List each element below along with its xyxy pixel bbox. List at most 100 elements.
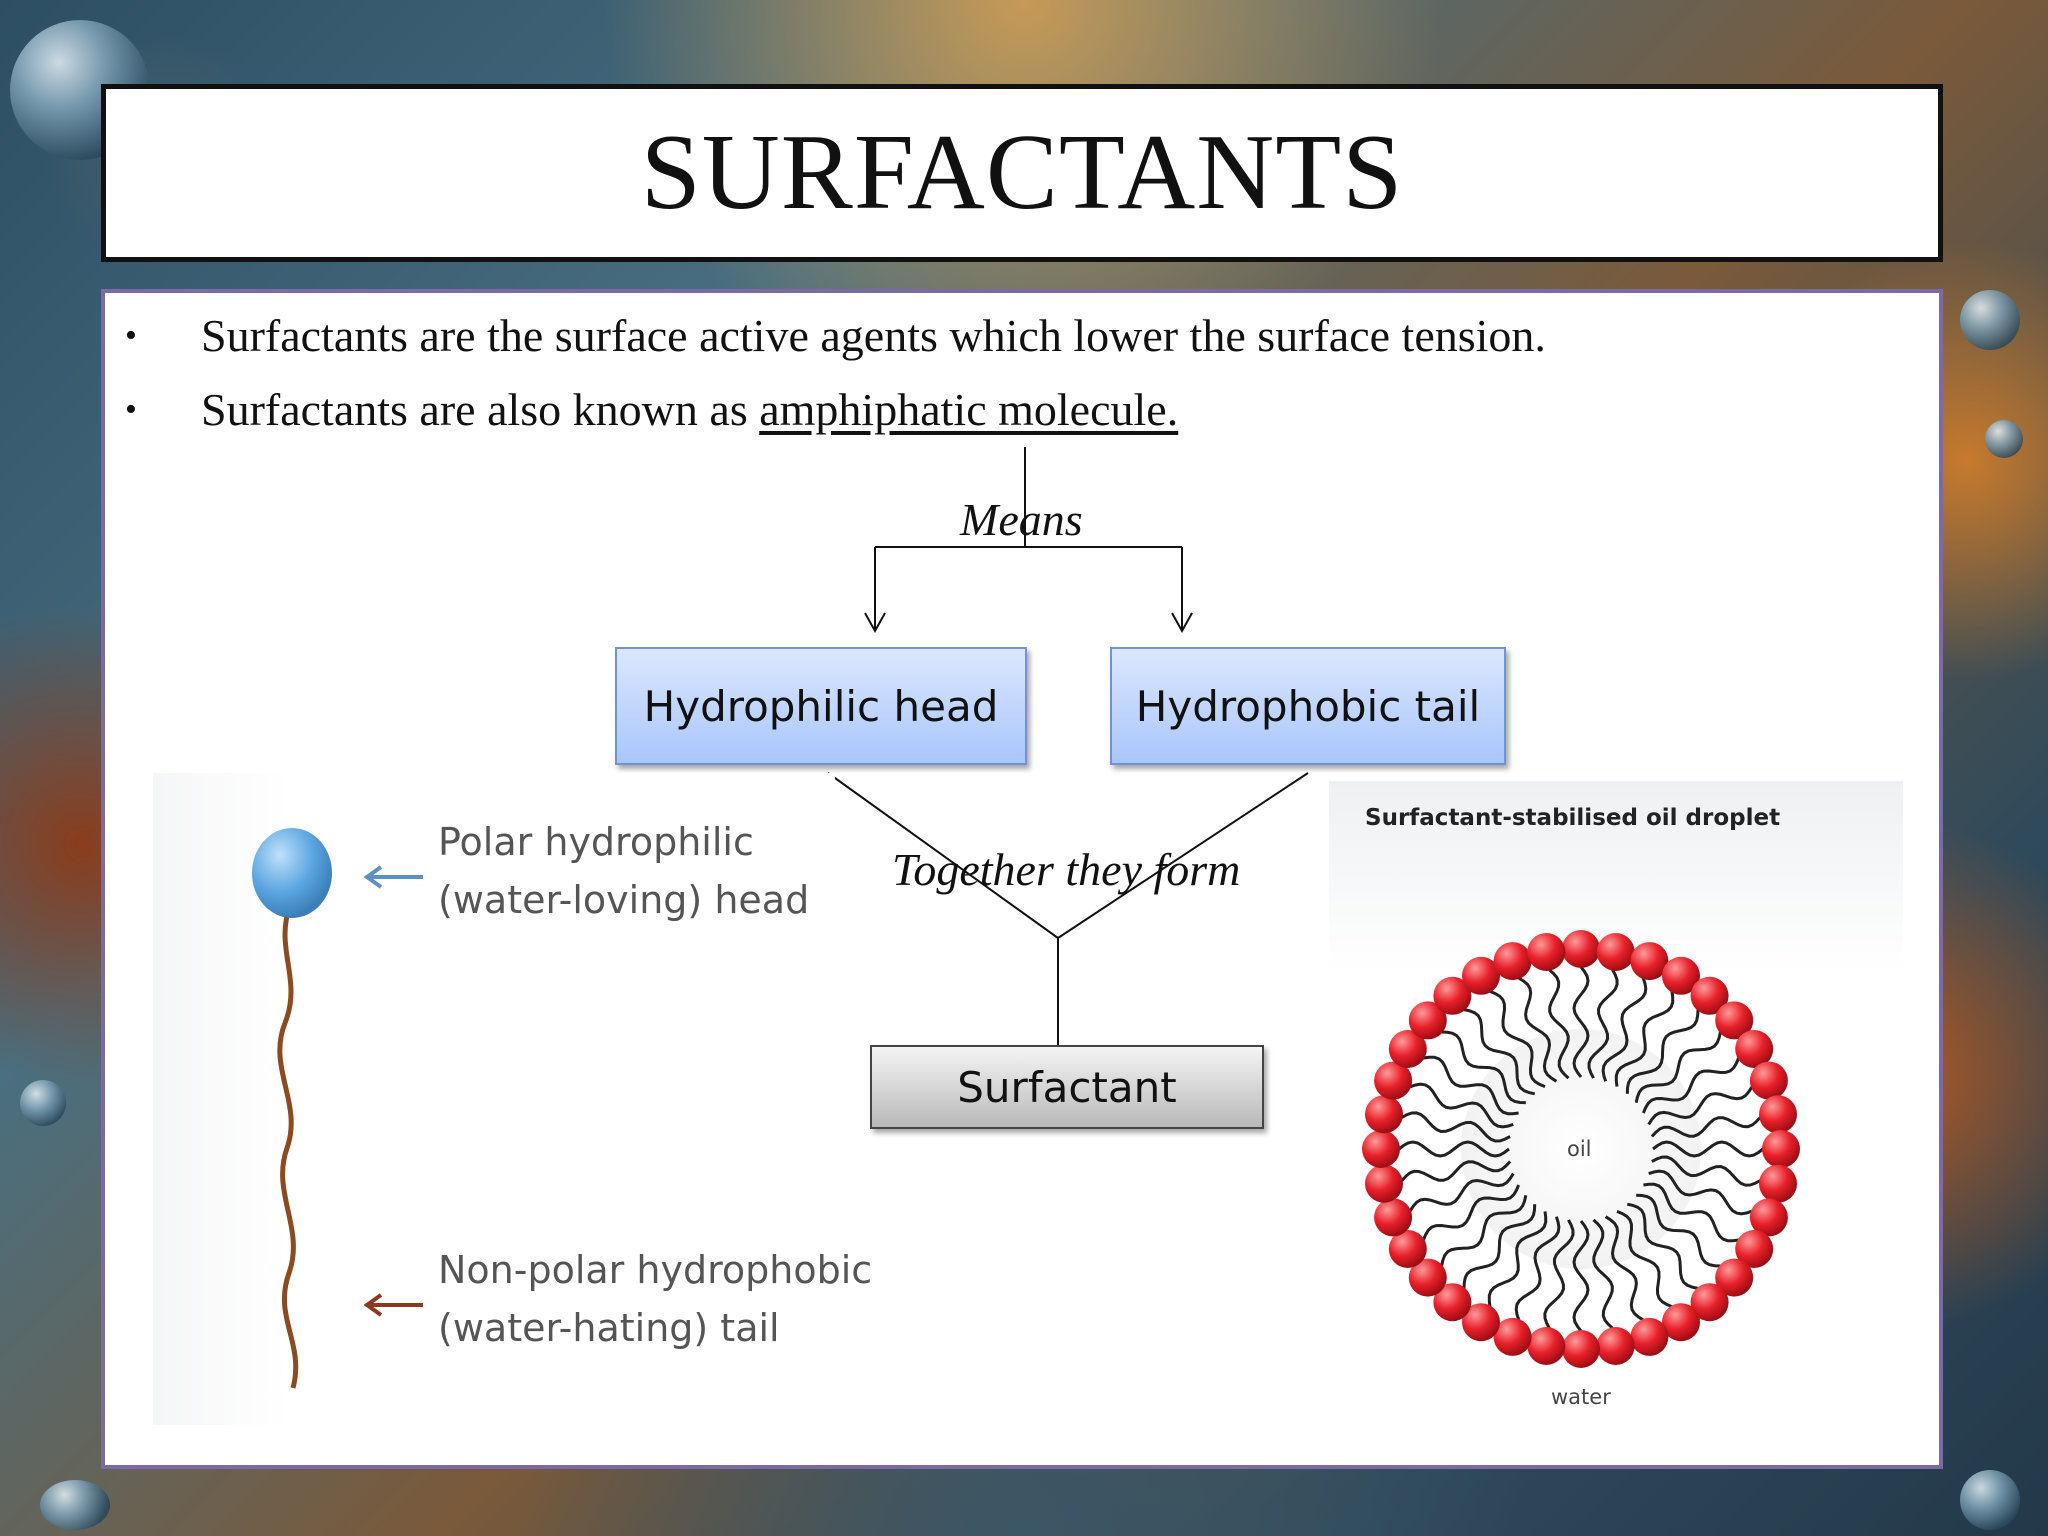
surfactant-tail xyxy=(1440,1194,1528,1267)
arrowhead-left xyxy=(864,612,886,634)
bullet-text: Surfactants are the surface active agent… xyxy=(201,310,1546,361)
surfactant-tail xyxy=(1422,1184,1520,1241)
surfactant-tail xyxy=(1463,1008,1536,1096)
tail-label-line2: (water-hating) tail xyxy=(438,1306,780,1350)
surfactant-tail xyxy=(1650,1116,1762,1138)
surfactant-tail xyxy=(1543,1219,1575,1329)
background-bubble xyxy=(1985,420,2023,458)
hydrophobic-tail-box: Hydrophobic tail xyxy=(1110,647,1506,765)
surfactant-tail xyxy=(1487,1211,1548,1307)
bullet-text-plain: Surfactants are also known as xyxy=(201,384,760,435)
arrowhead-right xyxy=(1171,612,1193,634)
molecule-figure: Polar hydrophilic (water-loving) head No… xyxy=(153,773,872,1425)
surfactant-tail xyxy=(1636,1193,1721,1268)
surfactant-tail xyxy=(1398,1140,1510,1158)
surfactant-tail xyxy=(1592,1218,1614,1330)
surfactant-head xyxy=(1735,1030,1774,1068)
slide-title: SURFACTANTS xyxy=(640,113,1404,232)
surfactant-head xyxy=(1690,1283,1729,1322)
surfactant-tail xyxy=(1423,1055,1519,1116)
surfactant-head xyxy=(1462,956,1500,995)
surfactant-head xyxy=(1735,1230,1774,1268)
surfactant-head xyxy=(1365,1095,1403,1134)
surfactant-head xyxy=(1365,1164,1403,1203)
bullet-text: Surfactants are also known as amphiphati… xyxy=(201,382,1178,438)
means-label: Means xyxy=(960,494,1083,545)
surfactant-head xyxy=(1408,1258,1447,1297)
surfactant-head xyxy=(1749,1198,1788,1237)
surfactant-head xyxy=(1749,1061,1788,1100)
hydrophilic-head-box: Hydrophilic head xyxy=(615,647,1027,765)
water-label: water xyxy=(1551,1385,1611,1409)
surfactant-head xyxy=(1690,976,1729,1015)
surfactant-tail xyxy=(1572,1220,1590,1332)
surfactant-tail xyxy=(1642,1057,1740,1114)
merge-line-left xyxy=(827,772,1059,939)
surfactant-head xyxy=(1374,1198,1413,1237)
background-bubble xyxy=(1960,290,2020,350)
molecule-tail xyxy=(277,902,299,1389)
surfactant-head xyxy=(1408,1001,1447,1040)
background-bubble xyxy=(40,1480,110,1530)
surfactant-head xyxy=(1562,1330,1600,1368)
together-label: Together they form xyxy=(892,844,1241,895)
surfactant-head xyxy=(1527,933,1566,971)
surfactant-tail xyxy=(1651,1155,1761,1187)
background-bubble xyxy=(20,1080,66,1126)
droplet-tails xyxy=(1398,966,1764,1332)
head-label-line2: (water-loving) head xyxy=(438,878,810,922)
surfactant-head xyxy=(1433,976,1472,1015)
surfactant-tail xyxy=(1462,1204,1537,1289)
surfactant-head xyxy=(1388,1230,1427,1268)
surfactant-tail xyxy=(1401,1111,1511,1143)
bullet-dot: • xyxy=(125,391,137,428)
surfactant-tail xyxy=(1652,1140,1764,1158)
head-arrow xyxy=(363,865,423,889)
flow-connectors xyxy=(827,447,1309,1045)
surfactant-tail xyxy=(1601,977,1648,1082)
surfactant-tail xyxy=(1489,990,1546,1088)
droplet-heads xyxy=(1362,930,1800,1368)
head-label: Polar hydrophilic (water-loving) head xyxy=(438,813,809,929)
surfactant-tail xyxy=(1587,969,1619,1079)
surfactant-tail xyxy=(1572,966,1590,1078)
surfactant-head xyxy=(1388,1030,1427,1068)
surfactant-tail xyxy=(1614,991,1675,1087)
surfactant-tail xyxy=(1548,968,1570,1080)
molecule-drawing xyxy=(252,828,423,1389)
surfactant-head xyxy=(1662,956,1700,995)
surfactant-head xyxy=(1762,1130,1800,1168)
surfactant-head xyxy=(1759,1095,1797,1134)
surfactant-tail xyxy=(1616,1210,1673,1308)
surfactant-tail xyxy=(1409,1082,1514,1129)
droplet-title: Surfactant-stabilised oil droplet xyxy=(1365,805,1781,831)
head-label-line1: Polar hydrophilic xyxy=(438,820,754,864)
merge-line-right xyxy=(1057,772,1309,939)
surfactant-head xyxy=(1596,1327,1635,1365)
surfactant-head xyxy=(1527,1327,1566,1365)
surfactant-tail xyxy=(1604,1215,1645,1322)
surfactant-head xyxy=(1662,1303,1700,1342)
droplet-figure: Surfactant-stabilised oil droplet oil wa… xyxy=(1329,781,1903,1421)
molecule-head xyxy=(252,828,332,918)
surfactant-head xyxy=(1715,1258,1754,1297)
surfactant-head xyxy=(1493,942,1532,981)
title-box: SURFACTANTS xyxy=(101,84,1943,262)
bullet-dot: • xyxy=(125,317,137,354)
surfactant-tail xyxy=(1648,1169,1753,1216)
surfactant-tail xyxy=(1647,1085,1754,1126)
surfactant-head xyxy=(1374,1061,1413,1100)
surfactant-box: Surfactant xyxy=(870,1045,1264,1129)
surfactant-head xyxy=(1596,933,1635,971)
background-bubble xyxy=(1960,1470,2020,1530)
surfactant-tail xyxy=(1400,1160,1512,1182)
surfactant-head xyxy=(1759,1164,1797,1203)
surfactant-tail xyxy=(1517,976,1558,1083)
tail-arrow xyxy=(363,1293,423,1317)
surfactant-tail xyxy=(1626,1202,1699,1290)
surfactant-tail xyxy=(1514,1216,1561,1321)
surfactant-tail xyxy=(1441,1030,1526,1105)
surfactant-tail xyxy=(1643,1182,1739,1243)
surfactant-tail xyxy=(1625,1009,1700,1094)
surfactant-tail xyxy=(1408,1172,1515,1213)
